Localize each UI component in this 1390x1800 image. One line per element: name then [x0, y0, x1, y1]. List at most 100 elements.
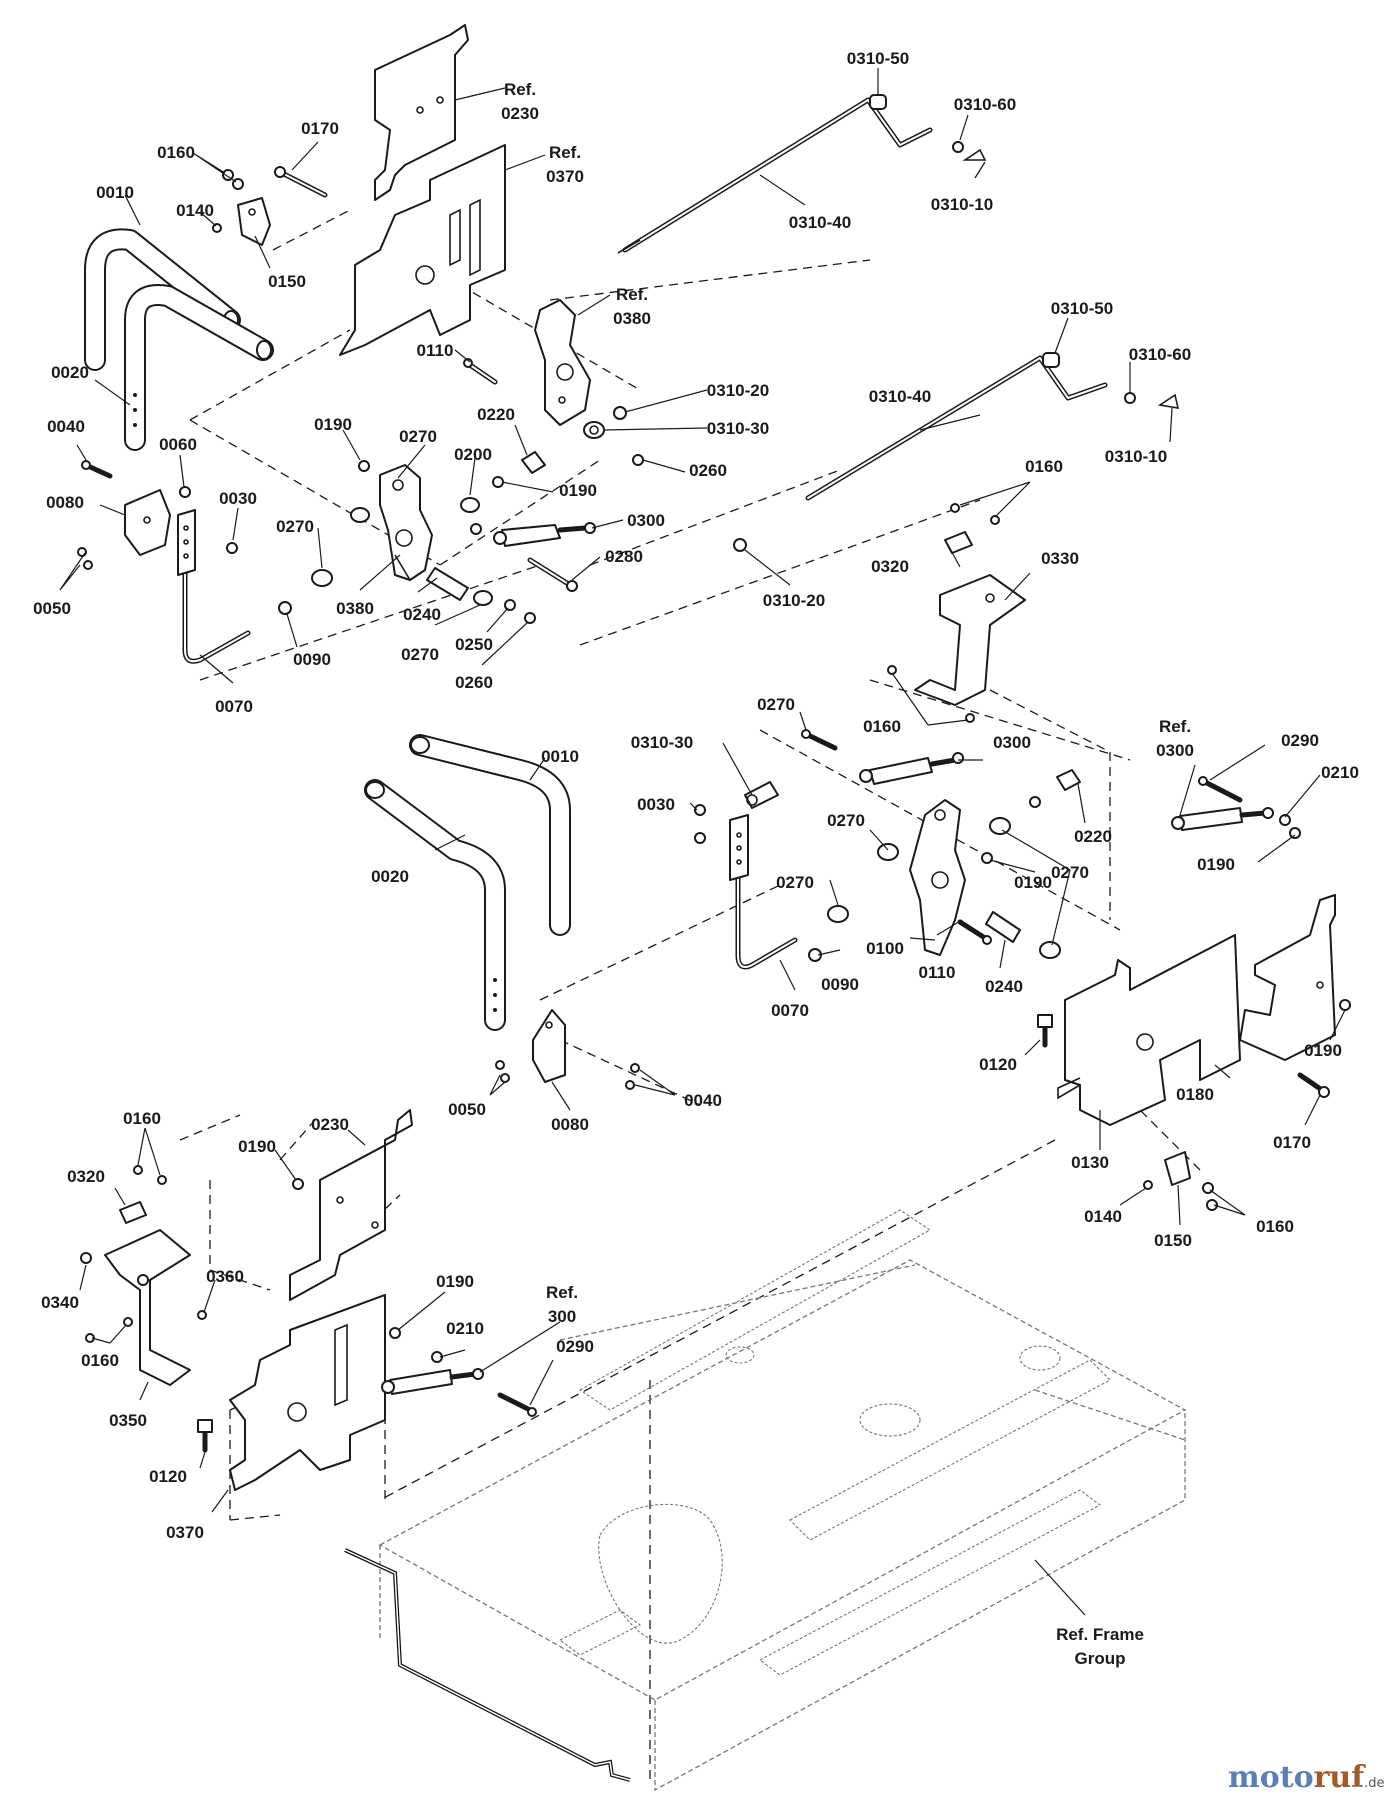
callout-line: 0310-50 [847, 49, 909, 68]
bushing-0270-lower-c [989, 817, 1011, 835]
callout-line: 0120 [979, 1055, 1017, 1074]
callout-line: 0210 [1321, 763, 1359, 782]
bolt-0160-middle-d [965, 713, 975, 723]
nut-0060 [179, 486, 191, 498]
rod-end-0310-30-upper [583, 421, 605, 439]
callout-line: 0070 [215, 697, 253, 716]
callout-line: 0270 [776, 873, 814, 892]
callout-line: 0210 [446, 1319, 484, 1338]
callout-line: 0360 [206, 1267, 244, 1286]
bracket-0080-lower [532, 1009, 566, 1083]
callout-0310-40-b: 0310-40 [869, 387, 931, 406]
callout-line: 0220 [477, 405, 515, 424]
nut-0340 [80, 1252, 92, 1264]
callout-0310-60-a: 0310-60 [954, 95, 1016, 114]
bolt-0120-lower [197, 1419, 213, 1453]
bolt-0160-middle-b [990, 515, 1000, 525]
callout-0090-a: 0090 [293, 650, 331, 669]
callout-ref-0370: Ref.0370 [546, 143, 584, 186]
nut-0190-right [1339, 999, 1351, 1011]
bracket-0370-lower [229, 1294, 386, 1491]
callout-line: 0310-30 [631, 733, 693, 752]
callout-0310-50-b: 0310-50 [1051, 299, 1113, 318]
nut-0190-lower-mid [389, 1327, 401, 1339]
callout-line: 0320 [67, 1167, 105, 1186]
callout-line: 0310-10 [1105, 447, 1167, 466]
bushing-0310-50-middle [1042, 352, 1060, 368]
callout-line: 0030 [637, 795, 675, 814]
callout-line: 0370 [166, 1523, 204, 1542]
lever-0070-lower [729, 814, 798, 970]
nut-0260-upper-b [524, 612, 536, 624]
callout-0310-40-a: 0310-40 [789, 213, 851, 232]
callout-line: 0070 [771, 1001, 809, 1020]
callout-line: 0160 [1256, 1217, 1294, 1236]
callout-0360: 0360 [206, 1267, 244, 1286]
bushing-0310-50-upper [869, 94, 887, 110]
callout-0380: 0380 [336, 599, 374, 618]
callout-line: 0160 [157, 143, 195, 162]
callout-line: 0220 [1074, 827, 1112, 846]
callout-0230: 0230 [311, 1115, 349, 1134]
callout-0290-b: 0290 [556, 1337, 594, 1356]
bolt-0160-middle-c [887, 665, 897, 675]
callout-0040-b: 0040 [684, 1091, 722, 1110]
bolt-0040-upper [81, 460, 113, 479]
callout-0060: 0060 [159, 435, 197, 454]
callout-line: 0260 [455, 673, 493, 692]
callout-line: 0190 [314, 415, 352, 434]
callout-line: 0310-20 [707, 381, 769, 400]
callout-0010-b: 0010 [541, 747, 579, 766]
callout-line: 0250 [455, 635, 493, 654]
callout-line: 0310-40 [869, 387, 931, 406]
callout-line: 0300 [1156, 741, 1194, 760]
bolt-0170-right [1297, 1072, 1330, 1098]
callout-0200: 0200 [454, 445, 492, 464]
callout-0260-a: 0260 [689, 461, 727, 480]
callout-0110-b: 0110 [919, 963, 956, 982]
callout-0300-a: 0300 [627, 511, 665, 530]
callout-0310-10-b: 0310-10 [1105, 447, 1167, 466]
callout-line: 0280 [605, 547, 643, 566]
gas-spring-0300-upper [493, 522, 596, 547]
callout-line: 0090 [293, 650, 331, 669]
rod-end-0310-30-lower [744, 781, 779, 809]
pin-0170-upper [274, 166, 328, 198]
bolts-0160-lower-left-bottom [85, 1317, 133, 1343]
callout-0190-d: 0190 [1014, 873, 1052, 892]
callout-0270-d: 0270 [757, 695, 795, 714]
callout-0270-e: 0270 [827, 811, 865, 830]
nut-0210-right [1279, 814, 1291, 826]
callout-line: 0040 [684, 1091, 722, 1110]
nut-0190-lower-left [292, 1178, 304, 1190]
callout-line: 0350 [109, 1411, 147, 1430]
bushing-0200 [460, 497, 480, 513]
washer-0220-lower [1029, 796, 1041, 808]
bracket-ref-0380 [534, 299, 591, 426]
watermark-part1: moto [1228, 1760, 1314, 1795]
callout-0140-a: 0140 [176, 201, 214, 220]
callout-line: 0200 [454, 445, 492, 464]
callout-0240-b: 0240 [985, 977, 1023, 996]
callout-line: 0290 [556, 1337, 594, 1356]
washer-0310-60-upper [952, 141, 964, 153]
callout-line: 0110 [417, 341, 454, 360]
bushing-0270-lower-d [1039, 941, 1061, 959]
callout-line: 0100 [866, 939, 904, 958]
bracket-ref-0370 [339, 144, 506, 356]
plate-0320-lower [119, 1201, 147, 1224]
callout-line: 0310-50 [1051, 299, 1113, 318]
callout-line: 0160 [1025, 457, 1063, 476]
callout-0270-b: 0270 [276, 517, 314, 536]
callout-0110-a: 0110 [417, 341, 454, 360]
washer-0090-lower [808, 948, 822, 962]
callout-0150-a: 0150 [268, 272, 306, 291]
watermark: motoruf.de [1228, 1760, 1385, 1795]
callout-0190-c: 0190 [1197, 855, 1235, 874]
bolt-0160-upper-a [222, 169, 234, 181]
callout-labels: 0310-500310-600310-100310-40Ref.0230Ref.… [33, 49, 1359, 1668]
rod-0310-40-upper [617, 97, 933, 254]
callout-0290-a: 0290 [1281, 731, 1319, 750]
callout-0150-b: 0150 [1154, 1231, 1192, 1250]
callout-ref-0300: Ref.0300 [1156, 717, 1194, 760]
